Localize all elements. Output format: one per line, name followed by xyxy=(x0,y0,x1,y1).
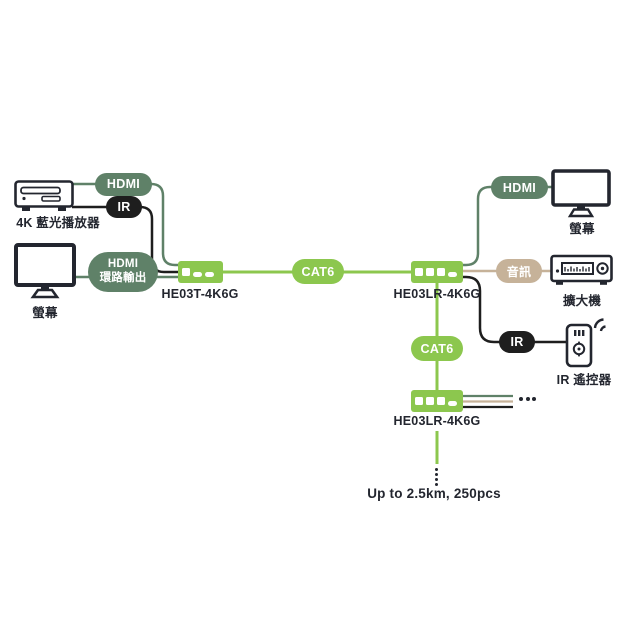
ir-remote-label: IR 遙控器 xyxy=(556,373,612,387)
hdmi-right-pill-label: HDMI xyxy=(502,180,537,195)
audio-pill: 音訊 xyxy=(496,259,542,283)
audio-pill-label: 音訊 xyxy=(506,264,532,279)
cat6-main-label: CAT6 xyxy=(301,264,335,279)
monitor-right-label: 螢幕 xyxy=(569,222,595,236)
ir-left-pill: IR xyxy=(106,196,142,218)
hdmi-loop-line2: 環路輸出 xyxy=(99,272,147,284)
port xyxy=(415,397,423,405)
hdmi-left-pill: HDMI xyxy=(95,172,152,196)
ir-right-pill: IR xyxy=(499,331,535,353)
bluray-label: 4K 藍光播放器 xyxy=(16,216,100,230)
bluray-player-icon xyxy=(14,179,74,215)
receiver1-label: HE03LR-4K6G xyxy=(393,287,481,301)
port xyxy=(182,268,190,276)
ir-right-pill-label: IR xyxy=(510,335,524,349)
ir-left-pill-label: IR xyxy=(117,200,131,214)
monitor-right-icon xyxy=(551,169,611,219)
port xyxy=(415,268,423,276)
port xyxy=(437,397,445,405)
port xyxy=(426,397,434,405)
receiver2-label: HE03LR-4K6G xyxy=(393,414,481,428)
wire-hdmi-right xyxy=(461,185,552,267)
hdmi-loop-line1: HDMI xyxy=(107,258,139,271)
capacity-note: Up to 2.5km, 250pcs xyxy=(367,486,501,501)
wire-ir-left xyxy=(72,205,182,274)
monitor-left-icon xyxy=(14,243,76,301)
hdmi-left-pill-label: HDMI xyxy=(106,177,141,191)
hdmi-right-pill: HDMI xyxy=(491,176,548,199)
port xyxy=(448,272,457,277)
amplifier-label: 擴大機 xyxy=(562,294,602,308)
port xyxy=(205,272,214,277)
cat6-chain-label: CAT6 xyxy=(420,341,454,356)
port xyxy=(437,268,445,276)
cat6-chain-pill: CAT6 xyxy=(411,336,463,361)
amplifier-icon xyxy=(550,253,613,287)
transmitter-device xyxy=(178,261,223,283)
continuation-dots xyxy=(435,468,438,486)
cat6-main-pill: CAT6 xyxy=(292,259,344,284)
transmitter-label: HE03T-4K6G xyxy=(161,287,239,301)
more-outputs-ellipsis xyxy=(519,397,536,401)
ir-remote-icon xyxy=(564,316,610,368)
wire-hdmi-left xyxy=(72,182,182,267)
hdmi-loop-pill: HDMI 環路輸出 xyxy=(88,252,158,292)
wire-ir-right xyxy=(461,275,567,344)
port xyxy=(448,401,457,406)
receiver1-device xyxy=(411,261,463,283)
receiver2-device xyxy=(411,390,463,412)
monitor-left-label: 螢幕 xyxy=(32,306,58,320)
port xyxy=(193,272,202,277)
port xyxy=(426,268,434,276)
